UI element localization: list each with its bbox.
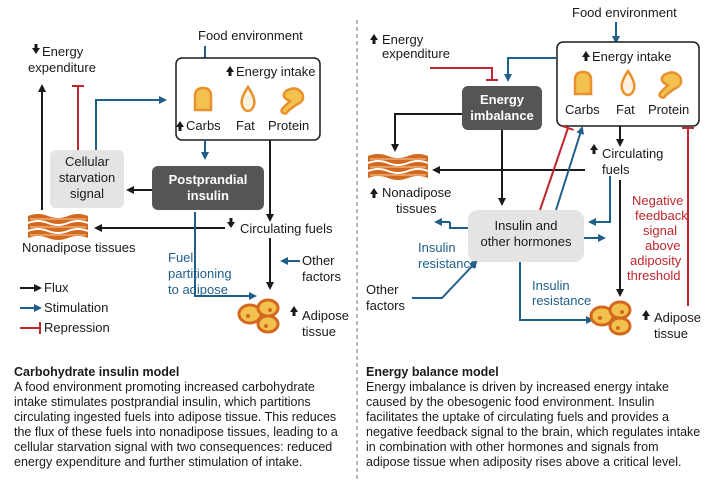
right-caption-body: Energy imbalance is driven by increased … [366, 380, 701, 469]
left-energy-expenditure-line2: expenditure [28, 60, 96, 75]
legend: Flux Stimulation Repression [20, 280, 110, 335]
left-adipose-line1: Adipose [302, 308, 349, 323]
left-other-factors-line2: factors [302, 269, 342, 284]
insulin-hormones-box [468, 210, 584, 262]
right-energy-expenditure-line2: expenditure [382, 46, 450, 61]
right-up-arrow-icon [582, 51, 590, 61]
right-energy-intake: Energy intake [592, 49, 672, 64]
left-up-arrow-icon [226, 66, 234, 76]
right-adipose-tissue-icon [589, 300, 632, 336]
legend-flux: Flux [44, 280, 69, 295]
left-nonadipose-tissues: Nonadipose tissues [22, 240, 136, 255]
insulin-resistance-2-line1: Insulin [532, 278, 570, 293]
right-adipose-line2: tissue [654, 326, 688, 341]
cellular-starvation-box [50, 150, 124, 208]
left-carbs-up-icon [176, 121, 184, 131]
cellular-starvation-line3: signal [70, 186, 104, 201]
left-other-factors-line1: Other [302, 253, 335, 268]
left-food-environment: Food environment [198, 28, 303, 43]
insulin-hormones-line2: other hormones [480, 234, 572, 249]
legend-repression: Repression [44, 320, 110, 335]
left-caption-body: A food environment promoting increased c… [14, 380, 338, 469]
postprandial-insulin-box [152, 166, 264, 210]
fuel-partitioning-line2: partitioning [168, 266, 232, 281]
legend-stimulation: Stimulation [44, 300, 108, 315]
right-fat: Fat [616, 102, 635, 117]
left-adipose-up-icon [290, 306, 298, 316]
left-energy-intake: Energy intake [236, 64, 316, 79]
postprandial-insulin-line2: insulin [187, 188, 229, 203]
insulin-resistance-1-line1: Insulin [418, 240, 456, 255]
left-bread-icon [193, 86, 213, 112]
neg-feedback-line4: above [645, 238, 680, 253]
neg-feedback-line6: threshold [627, 268, 680, 283]
fuel-partitioning-line1: Fuel [168, 250, 193, 265]
left-nonadipose-tissue-icon [27, 213, 89, 241]
insulin-resistance-2-line2: resistance [532, 293, 591, 308]
right-carbs: Carbs [565, 102, 600, 117]
postprandial-insulin-line1: Postprandial [169, 172, 248, 187]
right-other-factors-line2: factors [366, 298, 406, 313]
left-fat: Fat [236, 118, 255, 133]
right-caption: Energy balance model Energy imbalance is… [366, 365, 702, 470]
left-circulating-fuels: Circulating fuels [240, 221, 333, 236]
right-exp-up-icon [370, 34, 378, 44]
left-caption-title: Carbohydrate insulin model [14, 365, 180, 379]
cellular-starvation-line1: Cellular [65, 154, 110, 169]
neg-feedback-line2: feedback [635, 208, 688, 223]
left-adipose-tissue-icon [237, 298, 280, 334]
right-caption-title: Energy balance model [366, 365, 499, 379]
neg-feedback-line3: signal [643, 223, 677, 238]
cellular-starvation-line2: starvation [59, 170, 115, 185]
left-carbs: Carbs [186, 118, 221, 133]
left-circ-down-icon [227, 218, 235, 228]
left-energy-expenditure-line1: Energy [42, 44, 84, 59]
right-nonadipose-line2: tissues [396, 201, 437, 216]
neg-feedback-line5: adiposity [630, 253, 682, 268]
right-circ-up-icon [590, 144, 598, 154]
right-adipose-line1: Adipose [654, 310, 701, 325]
right-circulating-fuels-line2: fuels [602, 162, 630, 177]
right-nonadipose-tissue-icon [367, 153, 429, 181]
left-adipose-line2: tissue [302, 324, 336, 339]
left-panel: Food environment Energy intake Carbs Fat… [20, 28, 349, 339]
right-protein: Protein [648, 102, 689, 117]
left-down-arrow-icon [32, 44, 40, 54]
right-adipose-up-icon [642, 310, 650, 320]
left-protein: Protein [268, 118, 309, 133]
right-energy-expenditure-line1: Energy [382, 32, 424, 47]
neg-feedback-line1: Negative [632, 193, 683, 208]
energy-imbalance-box [462, 86, 542, 130]
right-circulating-fuels-line1: Circulating [602, 146, 663, 161]
right-panel: Food environment Energy intake Carbs Fat… [366, 5, 701, 341]
fuel-partitioning-line3: to adipose [168, 282, 228, 297]
energy-imbalance-line1: Energy [480, 92, 525, 107]
insulin-hormones-line1: Insulin and [495, 218, 558, 233]
insulin-resistance-1-line2: resistance [418, 256, 477, 271]
right-other-factors-line1: Other [366, 282, 399, 297]
right-nonadipose-line1: Nonadipose [382, 185, 451, 200]
left-caption: Carbohydrate insulin model A food enviro… [14, 365, 348, 470]
right-bread-icon [573, 70, 593, 96]
right-food-environment: Food environment [572, 5, 677, 20]
energy-imbalance-line2: imbalance [470, 108, 534, 123]
right-nonadipose-up-icon [370, 188, 378, 198]
